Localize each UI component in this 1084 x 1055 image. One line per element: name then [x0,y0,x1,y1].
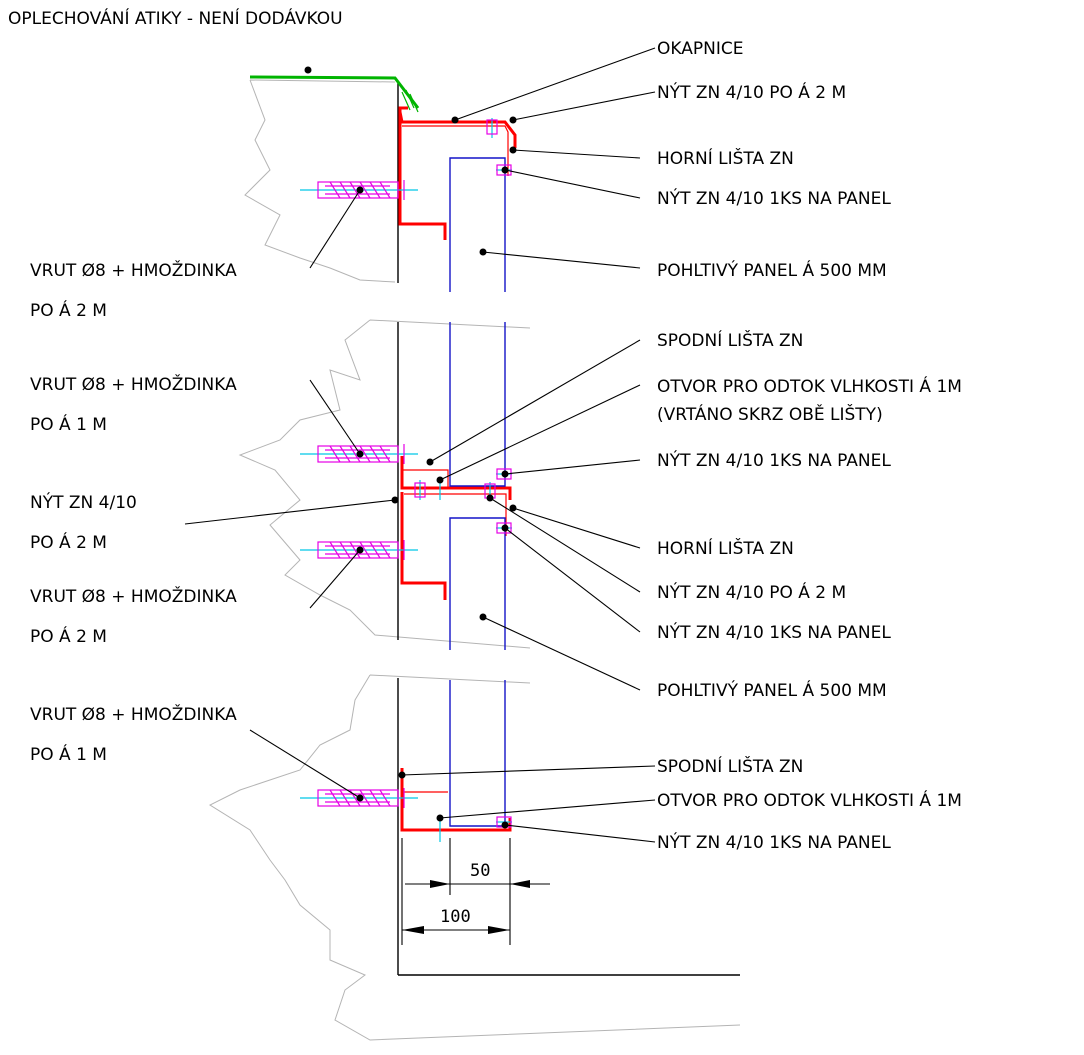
flashing-drip-hatch [401,89,419,113]
label-otvor-1-b: (VRTÁNO SKRZ OBĚ LIŠTY) [657,403,883,425]
dimensions: 50 100 [401,838,550,945]
rivet-top-horizontal [486,118,498,138]
label-nyt-top-2: NÝT ZN 4/10 PO Á 2 M [657,581,846,603]
parapet-flashing [249,75,420,113]
absorbing-panels [449,157,506,827]
label-horni-lista-2: HORNÍ LIŠTA ZN [657,537,794,559]
label-vrut-4-b: PO Á 1 M [30,743,107,765]
horni-lista-top-inner [402,125,509,176]
wall-bottom-outline [208,674,741,1041]
label-oplechovani: OPLECHOVÁNÍ ATIKY - NENÍ DODÁVKOU [8,7,343,29]
dim-100-arrow-left [402,926,424,934]
anchors [300,180,418,808]
panel-bottom [449,680,506,827]
dim-50-arrow-right [510,880,530,888]
label-nyt-mid-a: NÝT ZN 4/10 [30,491,137,513]
dim-50-label: 50 [470,861,490,881]
label-vrut-2-a: VRUT Ø8 + HMOŽDINKA [30,373,237,395]
horni-lista-mid [400,492,447,600]
label-nyt-panel-3: NÝT ZN 4/10 1KS NA PANEL [657,621,891,643]
label-spodni-lista-2: SPODNÍ LIŠTA ZN [657,755,803,777]
label-otvor-1-a: OTVOR PRO ODTOK VLHKOSTI Á 1M [657,375,962,397]
label-nyt-panel-2: NÝT ZN 4/10 1KS NA PANEL [657,449,891,471]
okapnice-profile [398,111,517,148]
label-panel-1: POHLTIVÝ PANEL Á 500 MM [657,259,887,281]
leader-lines [184,47,656,843]
dim-50-arrow-left [430,880,450,888]
label-vrut-4-a: VRUT Ø8 + HMOŽDINKA [30,703,237,725]
label-vrut-1-a: VRUT Ø8 + HMOŽDINKA [30,259,237,281]
label-horni-lista-1: HORNÍ LIŠTA ZN [657,147,794,169]
wall-top-outline [244,79,396,283]
dim-100-label: 100 [440,907,471,927]
spodni-lista-mid-flange [402,469,449,488]
panel-mid-upper [449,322,506,487]
label-vrut-3-b: PO Á 2 M [30,625,107,647]
parapet-flashing-line [249,75,420,109]
panel-top [449,157,506,292]
label-panel-2: POHLTIVÝ PANEL Á 500 MM [657,679,887,701]
label-okapnice: OKAPNICE [657,39,743,59]
rivet-mid-horizontal-1 [414,480,426,500]
label-nyt-panel-4: NÝT ZN 4/10 1KS NA PANEL [657,831,891,853]
horni-lista-mid-inner [404,493,507,536]
label-nyt-mid-b: PO Á 2 M [30,531,107,553]
panel-mid-lower [449,517,506,650]
dim-100-arrow-right [488,926,510,934]
rivets [414,118,512,842]
label-vrut-2-b: PO Á 1 M [30,413,107,435]
label-otvor-2: OTVOR PRO ODTOK VLHKOSTI Á 1M [657,789,962,811]
wall-outlines [208,79,741,1041]
label-vrut-1-b: PO Á 2 M [30,299,107,321]
horni-lista-top [398,106,447,240]
spodni-lista-bottom [400,768,512,832]
spodni-lista-mid [400,456,512,500]
label-nyt-panel-1: NÝT ZN 4/10 1KS NA PANEL [657,187,891,209]
rails [398,106,517,832]
label-spodni-lista-1: SPODNÍ LIŠTA ZN [657,329,803,351]
labels: OPLECHOVÁNÍ ATIKY - NENÍ DODÁVKOU OKAPNI… [8,7,962,853]
leader-dots [304,66,517,829]
label-vrut-3-a: VRUT Ø8 + HMOŽDINKA [30,585,237,607]
label-nyt-top-1: NÝT ZN 4/10 PO Á 2 M [657,81,846,103]
